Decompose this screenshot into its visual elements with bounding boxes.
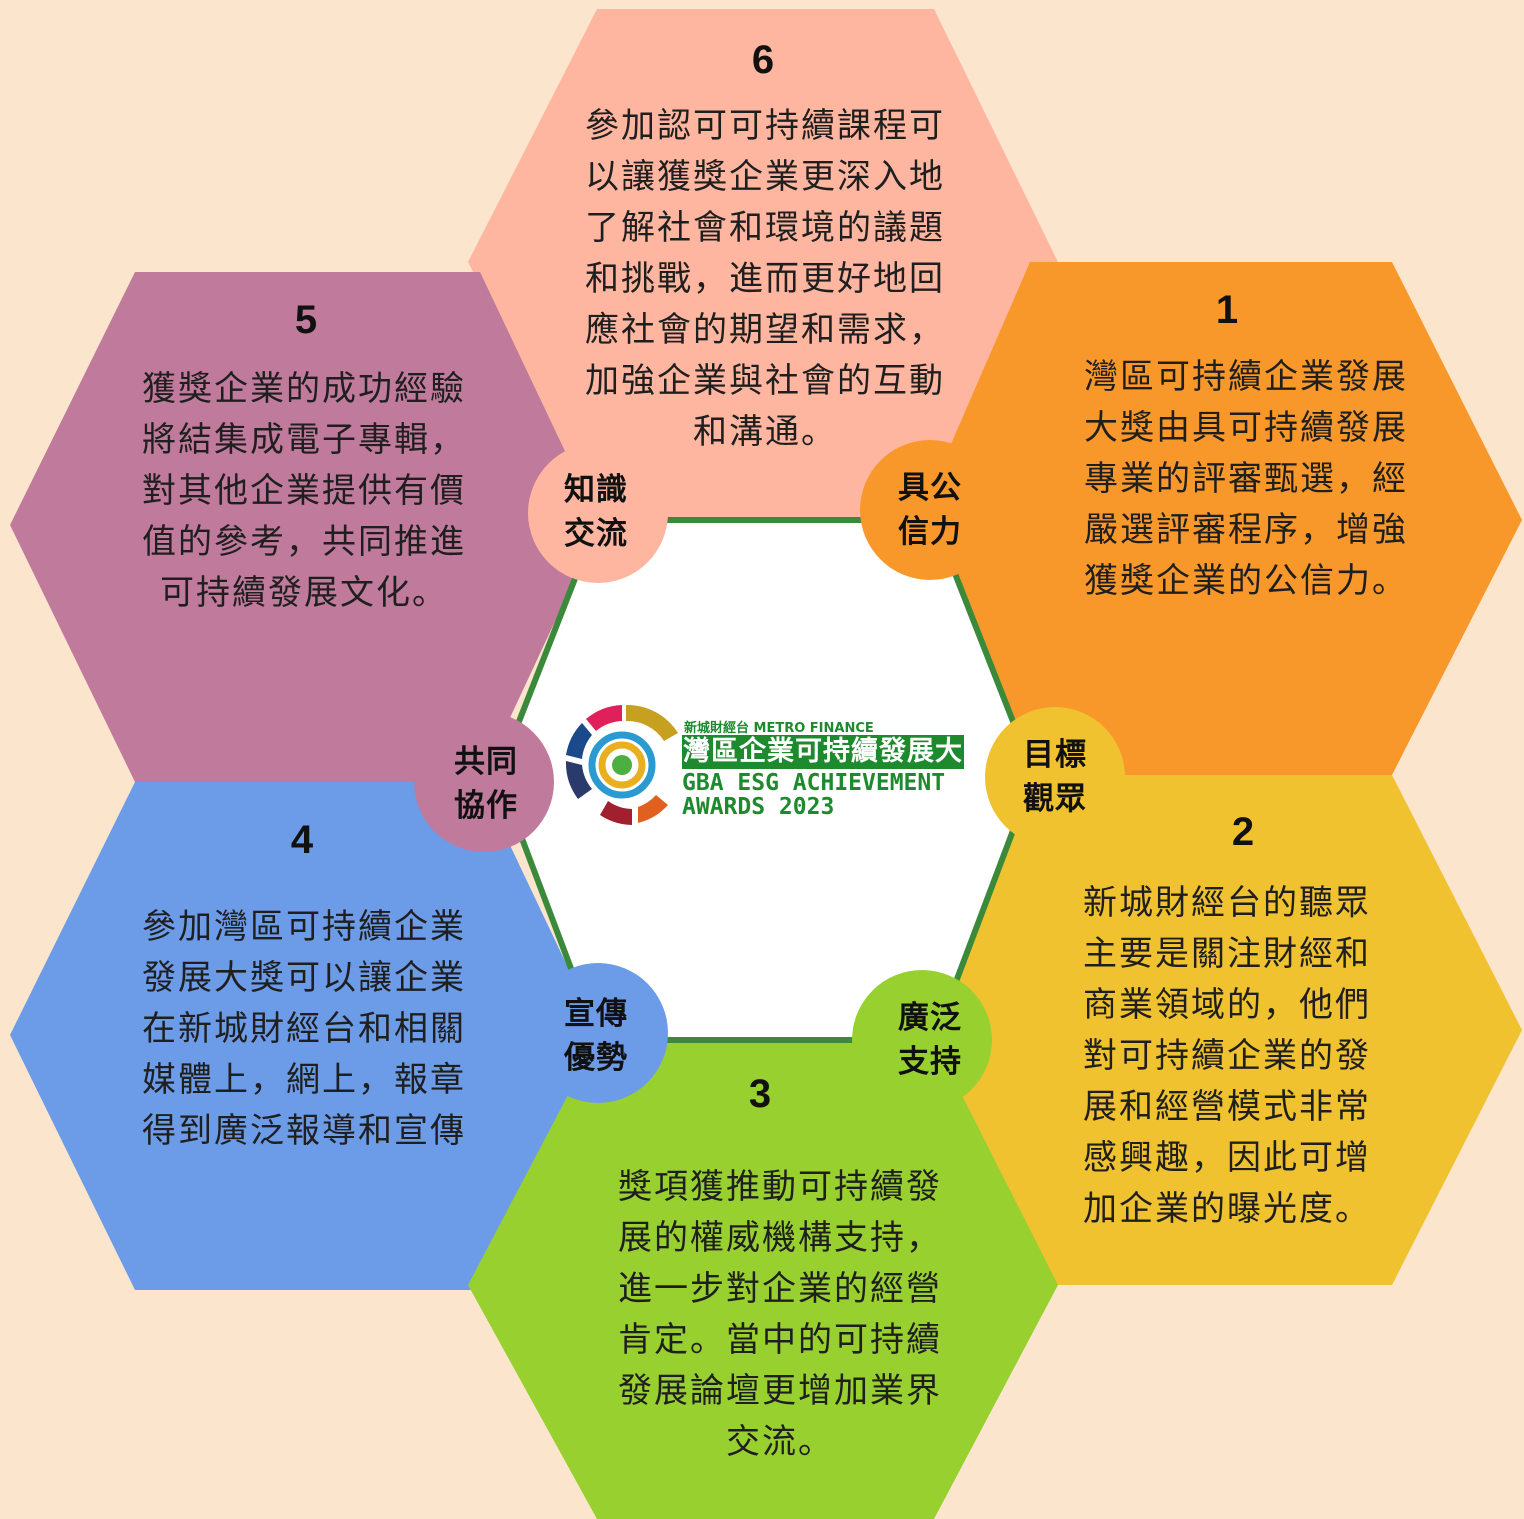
badge-circle-3 [852, 970, 992, 1110]
hexagon-1-number: 1 [1215, 288, 1239, 332]
hexagon-2-number: 2 [1231, 810, 1255, 854]
hexagon-2-text: 新城財經台的聽眾主要是關注財經和商業領域的，他們對可持續企業的發展和經營模式非常… [1083, 883, 1371, 1229]
badge-circle-1 [860, 440, 1000, 580]
hexagon-5 [10, 272, 600, 782]
hexagon-5-number: 5 [294, 298, 318, 342]
gba-esg-award-logo: 新城財經台 METRO FINANCE 灣區企業可持續發展大獎 GBA ESG … [560, 695, 980, 845]
logo-title: 灣區企業可持續發展大獎 [682, 735, 964, 801]
badge-credibility: 具公信力 [898, 470, 962, 550]
hexagon-3-text: 獎項獲推動可持續發展的權威機構支持，進一步對企業的經營肯定。當中的可持續發展論壇… [618, 1167, 942, 1462]
badge-circle-2 [985, 707, 1125, 847]
hexagon-3 [468, 1040, 1058, 1519]
hexagon-4 [10, 782, 600, 1290]
badge-circle-4 [528, 963, 668, 1103]
hexagon-6-text: 參加認可可持續課程可以讓獲獎企業更深入地了解社會和環境的議題和挑戰，進而更好地回… [585, 106, 945, 452]
hexagon-4-number: 4 [290, 818, 314, 862]
hexagon-1 [918, 262, 1522, 775]
hexagon-1-text: 灣區可持續企業發展大獎由具可持續發展專業的評審甄選，經嚴選評審程序，增強獲獎企業… [1084, 357, 1408, 601]
hexagon-5-text: 獲獎企業的成功經驗將結集成電子專輯，對其他企業提供有價值的參考，共同推進可持續發… [142, 369, 466, 613]
hexagon-2 [918, 775, 1522, 1285]
hexagon-4-text: 參加灣區可持續企業發展大獎可以讓企業在新城財經台和相關媒體上，網上，報章得到廣泛… [142, 907, 466, 1151]
badge-knowledge-exchange: 知識交流 [564, 472, 628, 552]
logo-emblem-icon [565, 704, 678, 825]
logo-top-text: 新城財經台 METRO FINANCE [684, 721, 874, 736]
badge-target-audience: 目標觀眾 [1023, 737, 1087, 817]
hexagon-6 [468, 9, 1058, 520]
hexagon-6-number: 6 [751, 38, 775, 82]
hexagon-3-number: 3 [748, 1072, 772, 1116]
badge-publicity-advantage: 宣傳優勢 [564, 996, 628, 1076]
badge-circle-6 [528, 443, 668, 583]
badge-collaboration: 共同協作 [454, 744, 518, 824]
badge-broad-support: 廣泛支持 [898, 1000, 962, 1080]
badge-circle-5 [414, 712, 554, 852]
